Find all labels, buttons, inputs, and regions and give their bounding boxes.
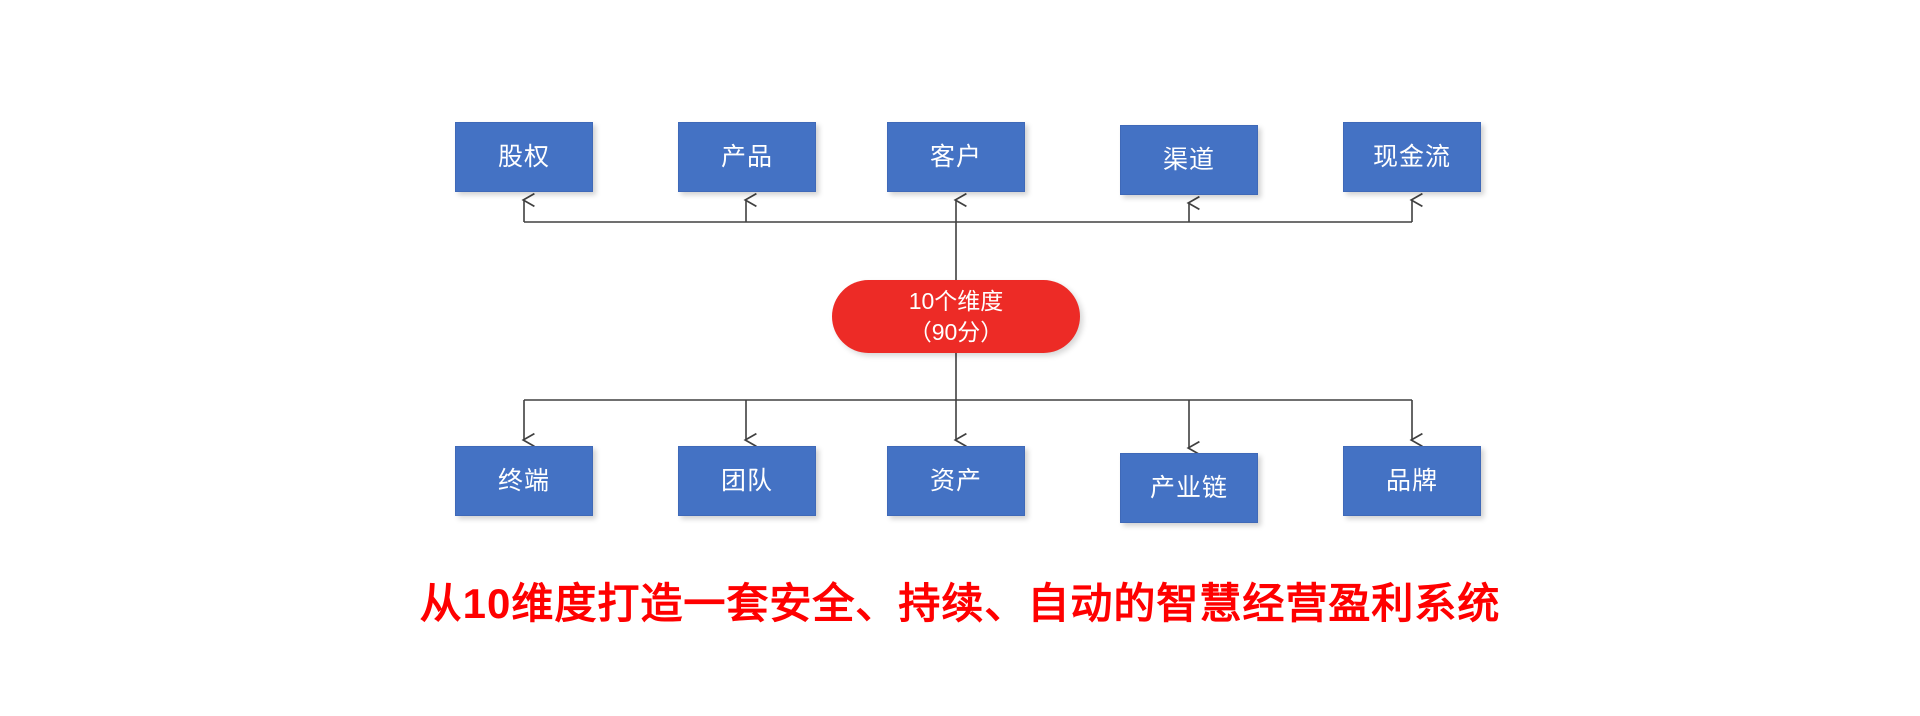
node-label: 渠道 — [1162, 145, 1215, 174]
node-label: 客户 — [929, 142, 982, 171]
hub-line-primary: 10个维度 — [908, 288, 1004, 315]
hub-dimensions[interactable]: 10个维度 （90分） — [832, 280, 1080, 353]
diagram-caption: 从10维度打造一套安全、持续、自动的智慧经营盈利系统 — [0, 570, 1920, 631]
node-label: 产品 — [720, 142, 773, 171]
node-bottom-industry-chain[interactable]: 产业链 — [1120, 453, 1258, 523]
node-label: 终端 — [497, 466, 550, 495]
node-label: 资产 — [929, 466, 982, 495]
node-top-customer[interactable]: 客户 — [887, 122, 1025, 192]
node-label: 品牌 — [1385, 466, 1438, 495]
caption-text: 从10维度打造一套安全、持续、自动的智慧经营盈利系统 — [419, 580, 1501, 627]
node-label: 团队 — [720, 466, 773, 495]
node-label: 产业链 — [1149, 473, 1228, 502]
node-label: 现金流 — [1372, 142, 1451, 171]
node-bottom-team[interactable]: 团队 — [678, 446, 816, 516]
node-top-channel[interactable]: 渠道 — [1120, 125, 1258, 195]
hub-line-score: （90分） — [908, 318, 1004, 345]
node-bottom-terminal[interactable]: 终端 — [455, 446, 593, 516]
node-bottom-assets[interactable]: 资产 — [887, 446, 1025, 516]
node-top-cashflow[interactable]: 现金流 — [1343, 122, 1481, 192]
node-top-product[interactable]: 产品 — [678, 122, 816, 192]
node-label: 股权 — [497, 142, 550, 171]
node-top-equity[interactable]: 股权 — [455, 122, 593, 192]
node-bottom-brand[interactable]: 品牌 — [1343, 446, 1481, 516]
